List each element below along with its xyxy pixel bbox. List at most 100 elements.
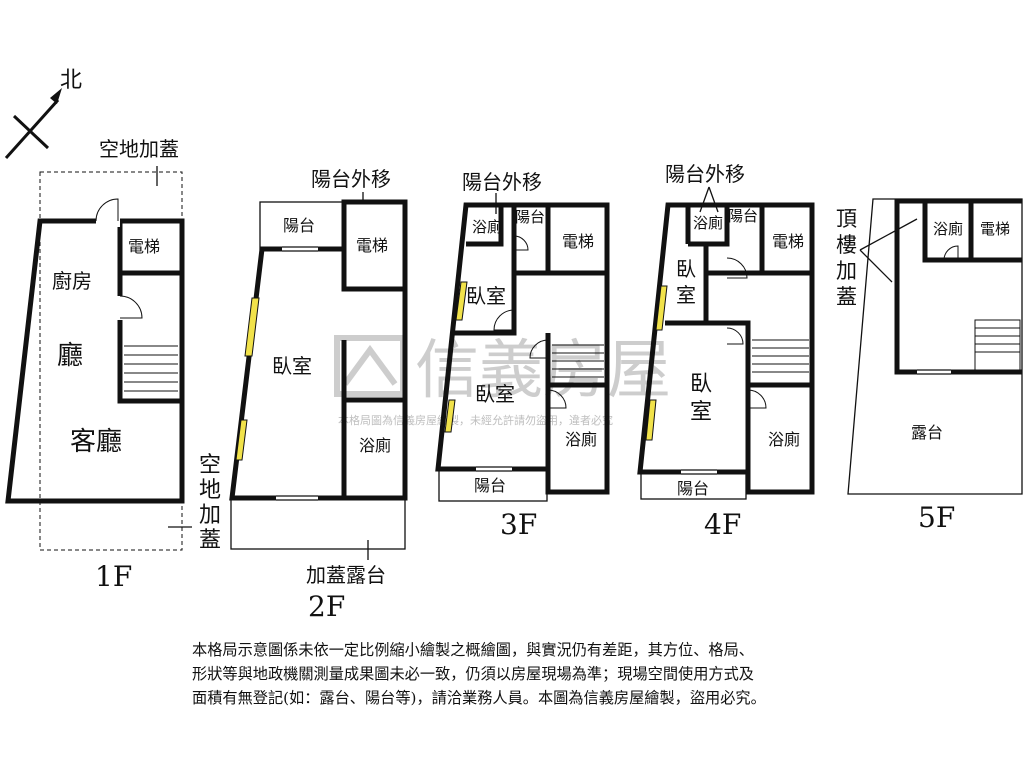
5f-bathroom-label: 浴廁 xyxy=(933,220,963,238)
2f-floor-label: 2F xyxy=(308,590,345,623)
2f-window-upper xyxy=(244,297,260,357)
3f-window-lower xyxy=(444,399,456,433)
watermark-brand: 信義房屋 xyxy=(415,334,671,408)
4f-bedroom2-door-icon xyxy=(726,327,744,345)
1f-stair-door-gap xyxy=(114,296,126,320)
4f-bedroom2-label: 臥室 xyxy=(690,372,712,425)
svg-text:臥室: 臥室 xyxy=(690,372,712,425)
4f-stairs xyxy=(752,339,809,373)
disclaimer-line-1: 本格局示意圖係未依一定比例縮小繪製之概繪圖，與實況仍有差距，其方位、格局、 xyxy=(192,641,754,659)
2f-window-lower xyxy=(235,419,248,461)
3f-small-bath-label: 浴廁 xyxy=(472,218,502,236)
3f-small-bath-wall xyxy=(466,205,504,247)
3f-balcony-label: 陽台 xyxy=(474,476,506,495)
disclaimer: 本格局示意圖係未依一定比例縮小繪製之概繪圖，與實況仍有差距，其方位、格局、 形狀… xyxy=(192,638,912,710)
2f-annotation-bottom: 加蓋露台 xyxy=(306,563,386,587)
4f-floor-label: 4F xyxy=(704,508,741,541)
5f-structure-wall xyxy=(894,199,1022,375)
floor-2f: 陽台 電梯 臥室 浴廁 陽台外移 加蓋露台 2F xyxy=(229,167,408,623)
1f-outer-wall xyxy=(5,218,185,504)
2f-annotation-top: 陽台外移 xyxy=(311,167,391,191)
3f-floor-label: 3F xyxy=(500,508,537,541)
3f-bedroom1-wall xyxy=(451,273,517,336)
2f-bathroom-label: 浴廁 xyxy=(359,436,391,455)
floor-4f: 浴廁 陽台 電梯 臥室 臥室 浴廁 陽台 陽台外移 4F xyxy=(637,162,815,541)
4f-balcony-label: 陽台 xyxy=(677,479,709,498)
2f-balcony-label: 陽台 xyxy=(283,216,315,235)
2f-balcony-window-gap xyxy=(282,244,318,254)
4f-small-bath-label: 浴廁 xyxy=(693,214,723,232)
compass-north-label: 北 xyxy=(60,68,82,93)
4f-bath-wall xyxy=(706,320,751,492)
2f-elevator-wall xyxy=(341,249,405,292)
1f-annex-top-label: 空地加蓋 xyxy=(99,137,179,161)
watermark-notice: 本格局圖為信義房屋繪製，未經允許請勿盜用，違者必究 xyxy=(338,413,613,427)
5f-elevator-label: 電梯 xyxy=(980,220,1010,238)
4f-small-bath-wall xyxy=(688,205,730,247)
4f-annotation-leader-b xyxy=(708,186,719,213)
4f-bathroom-label: 浴廁 xyxy=(768,430,800,449)
compass: 北 xyxy=(4,68,82,160)
3f-window-upper xyxy=(455,281,468,321)
3f-stairs xyxy=(552,344,604,378)
1f-living-room-label: 客廳 xyxy=(70,427,122,457)
1f-stairs xyxy=(124,345,178,392)
1f-entrance-gap xyxy=(96,215,120,227)
1f-elevator-label: 電梯 xyxy=(128,237,160,256)
floor-5f: 浴廁 電梯 露台 頂樓加蓋 5F xyxy=(836,198,1023,534)
3f-annotation-top: 陽台外移 xyxy=(462,170,542,194)
4f-elevator-label: 電梯 xyxy=(772,232,804,251)
2f-roof-terrace xyxy=(230,498,406,550)
1f-hall-label: 廳 xyxy=(57,341,83,371)
2f-terrace-door-gap xyxy=(276,493,318,503)
4f-annotation-top: 陽台外移 xyxy=(665,162,745,186)
5f-bath-door-icon xyxy=(943,245,959,261)
5f-floor-label: 5F xyxy=(918,501,955,534)
svg-text:空地加蓋: 空地加蓋 xyxy=(199,453,221,553)
4f-balcony-door-gap xyxy=(681,467,717,477)
1f-floor-label: 1F xyxy=(95,560,132,593)
1f-stair-door-icon xyxy=(119,295,143,319)
4f-bedroom1-label: 臥室 xyxy=(676,257,696,307)
4f-annotation-leader-a xyxy=(699,186,710,213)
disclaimer-line-2: 形狀等與地政機關測量成果圖未必一致，仍須以房屋現場為準；現場空間使用方式及 xyxy=(192,665,754,683)
4f-small-balcony-label: 陽台 xyxy=(728,207,758,225)
1f-kitchen-label: 廚房 xyxy=(52,269,92,293)
3f-bath-door-icon xyxy=(547,389,567,409)
5f-terrace-door-gap xyxy=(917,367,951,377)
1f-annex-bottom-label: 空地加蓋 xyxy=(199,453,221,553)
3f-elevator-label: 電梯 xyxy=(562,232,594,251)
3f-bathroom-label: 浴廁 xyxy=(565,430,597,449)
5f-annotation-leader-b xyxy=(859,249,893,283)
svg-text:臥室: 臥室 xyxy=(676,257,696,307)
floor-1f: 廚房 廳 客廳 電梯 空地加蓋 空地加蓋 1F xyxy=(5,137,221,593)
3f-bedroom2-door-icon xyxy=(529,339,549,359)
3f-balcony-door-gap xyxy=(476,464,512,474)
4f-hall-door-icon xyxy=(726,257,748,279)
brand-logo-icon xyxy=(334,335,406,397)
3f-small-balcony-label: 陽台 xyxy=(515,208,545,226)
5f-bath-wall xyxy=(922,201,974,263)
2f-elevator-label: 電梯 xyxy=(356,236,388,255)
4f-window-lower xyxy=(645,399,657,441)
2f-bedroom-label: 臥室 xyxy=(272,354,312,378)
5f-stairs xyxy=(974,319,1021,371)
3f-small-door-icon xyxy=(513,235,529,251)
5f-annotation-leader-a xyxy=(859,218,918,251)
1f-entrance-door-icon xyxy=(95,198,119,222)
north-arrow-icon xyxy=(50,88,62,104)
5f-terrace-label: 露台 xyxy=(911,423,943,442)
4f-bath-door-icon xyxy=(747,389,767,409)
compass-arrow-shaft xyxy=(4,98,60,160)
5f-rooftop-outline xyxy=(847,198,1023,495)
disclaimer-line-3: 面積有無登記(如：露台、陽台等)，請洽業務人員。本圖為信義房屋繪製，盜用必究。 xyxy=(192,689,766,707)
5f-annotation-side: 頂樓加蓋 xyxy=(836,207,857,309)
svg-text:頂樓加蓋: 頂樓加蓋 xyxy=(836,207,857,309)
4f-window-upper xyxy=(655,285,668,331)
watermark: 信義房屋 本格局圖為信義房屋繪製，未經允許請勿盜用，違者必究 xyxy=(334,334,671,427)
floor-3f: 浴廁 陽台 電梯 臥室 臥室 浴廁 陽台 陽台外移 3F xyxy=(435,170,610,541)
3f-bedroom1-label: 臥室 xyxy=(466,284,506,308)
3f-bedroom1-door-icon xyxy=(493,309,515,331)
3f-bedroom2-label: 臥室 xyxy=(475,382,515,406)
